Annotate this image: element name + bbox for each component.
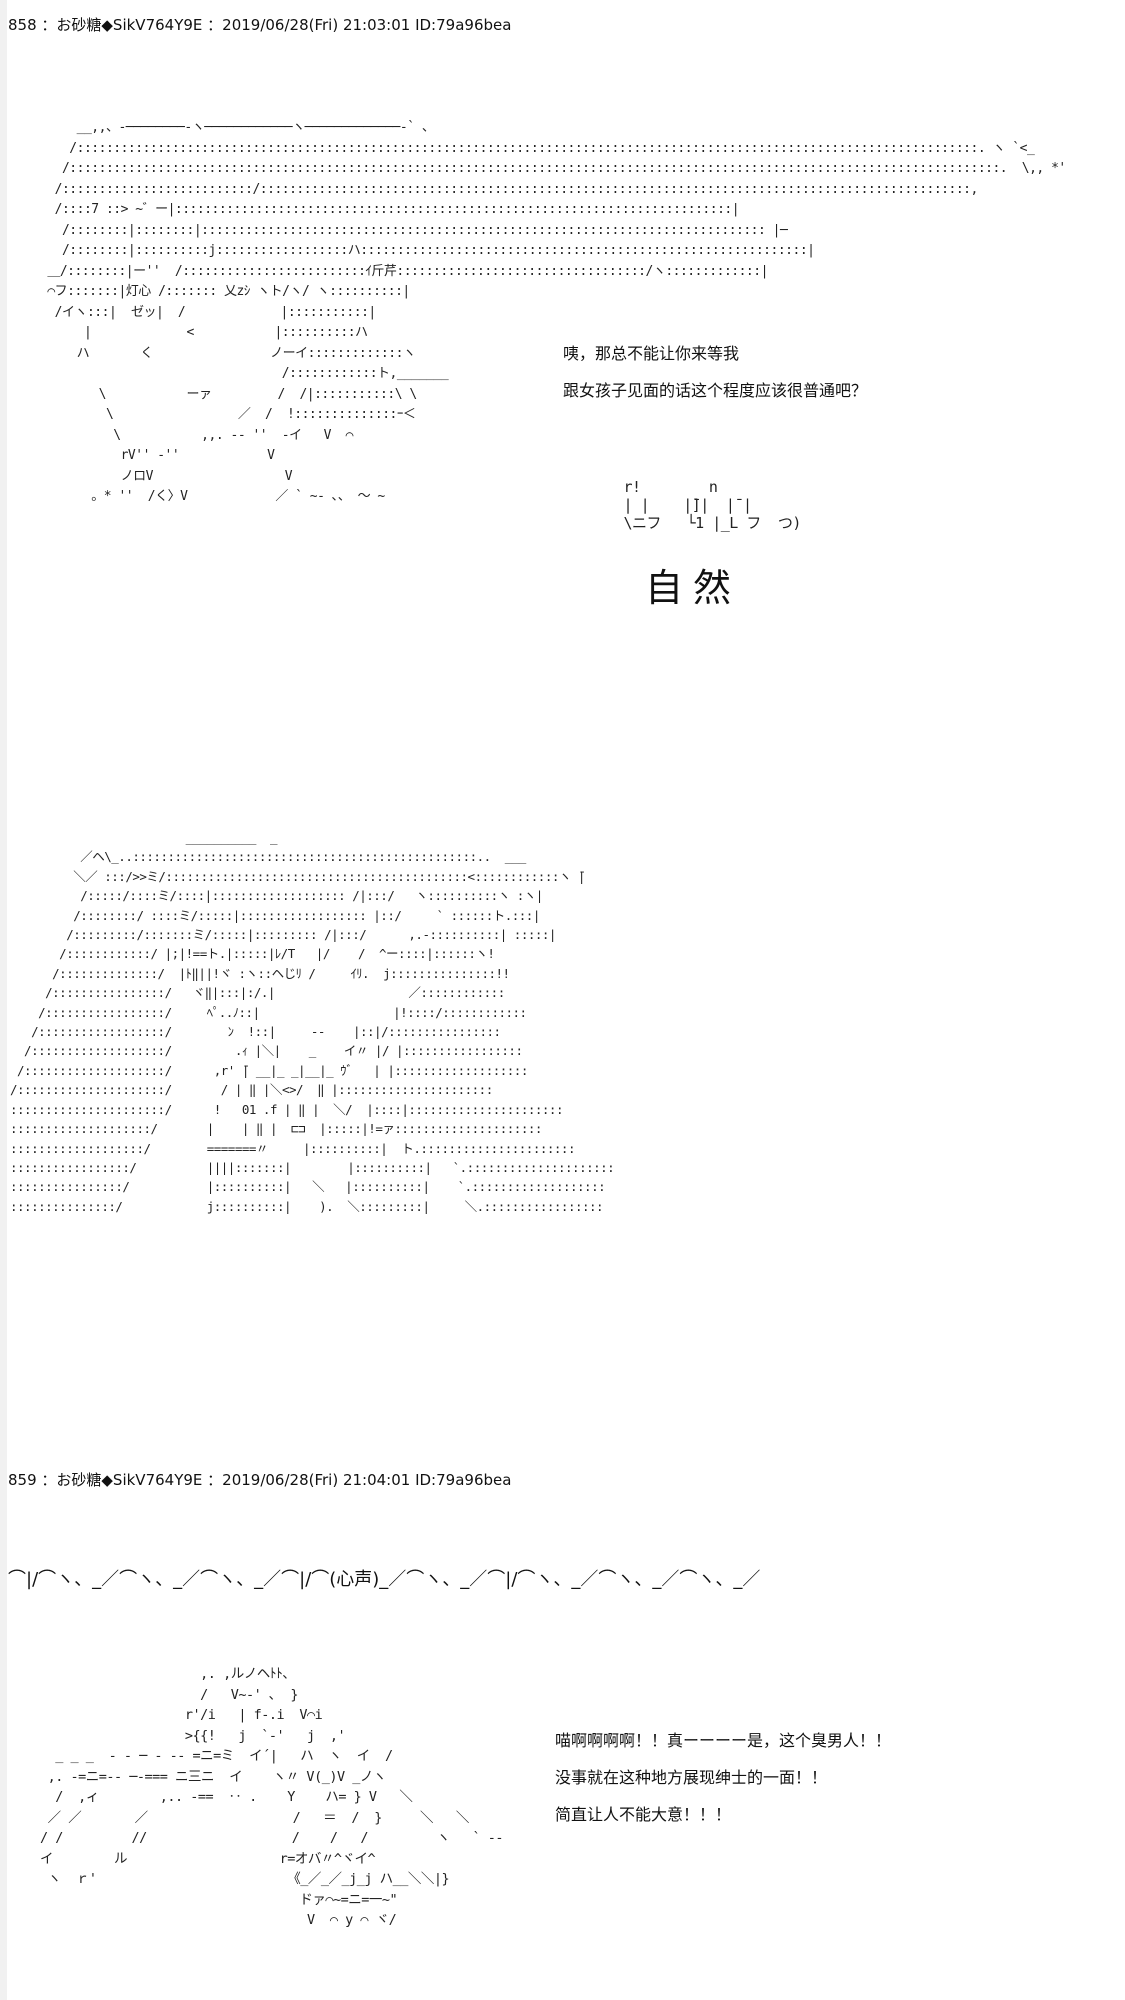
post-header-858: 858 ：お砂糖◆SikV764Y9E ：2019/06/28(Fri) 21:… — [8, 16, 512, 34]
sfx-art: r! n | | |̄]| |̄ | \ニフ └1 |_L フ つ) — [623, 478, 802, 532]
dialogue-859-line-2: 没事就在这种地方展现绅士的一面！！ — [555, 1768, 828, 1787]
dialogue-858-line-2: 跟女孩子见面的话这个程度应该很普通吧？ — [563, 381, 868, 400]
dialogue-858-line-1: 咦，那总不能让你来等我 — [563, 344, 740, 363]
inner-voice-wave-line: ⌒|/⌒ヽ、_／⌒ヽ、_／⌒ヽ、_／⌒|/⌒(心声)_／⌒ヽ、_／⌒|/⌒ヽ、_… — [8, 1569, 761, 1590]
big-text-shizen: 自然 — [645, 566, 742, 610]
left-margin-bar — [0, 0, 7, 2000]
dialogue-859-line-1: 喵啊啊啊啊！！真ーーーー是，这个臭男人！！ — [555, 1731, 892, 1750]
dialogue-859-line-3: 简直让人不能大意！！！ — [555, 1805, 732, 1824]
ascii-art-character-1: __,,、-────────‐ヽ────────────ヽ───────────… — [47, 120, 1066, 504]
ascii-art-character-3: ,. ,ルノヘﾄﾄ、 / V~‐' ､ } r'/i | f‐.i V⌒i >{… — [40, 1666, 504, 1928]
post-header-859: 859 ：お砂糖◆SikV764Y9E ：2019/06/28(Fri) 21:… — [8, 1471, 512, 1489]
ascii-art-character-2: __________ _ ／ヘ\_..:::::::::::::::::::::… — [10, 830, 615, 1214]
